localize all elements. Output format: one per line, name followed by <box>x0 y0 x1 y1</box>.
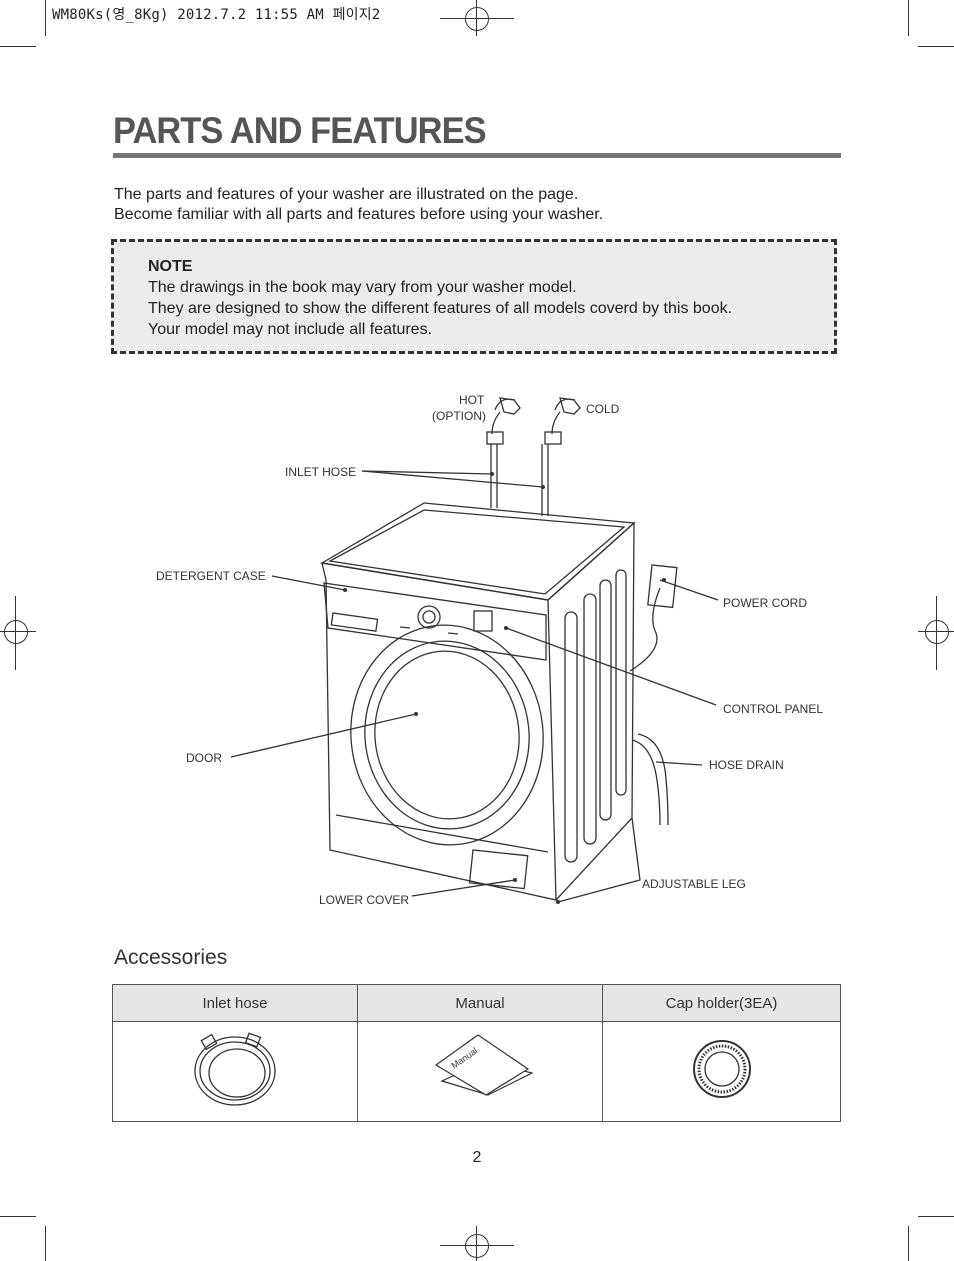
note-box: NOTE The drawings in the book may vary f… <box>111 239 837 354</box>
label-hose-drain: HOSE DRAIN <box>709 758 784 772</box>
label-detergent-case: DETERGENT CASE <box>156 569 266 583</box>
manual-icon: Manual <box>434 1034 534 1096</box>
label-control-panel: CONTROL PANEL <box>723 702 824 716</box>
page-number: 2 <box>472 1149 482 1166</box>
label-door: DOOR <box>186 751 222 765</box>
cap-holder-image-cell <box>602 1021 841 1122</box>
col-cap-holder: Cap holder(3EA) <box>602 984 841 1022</box>
table-header-row: Inlet hose Manual Cap holder(3EA) <box>112 984 841 1022</box>
col-manual: Manual <box>357 984 603 1022</box>
label-lower-cover: LOWER COVER <box>319 893 410 907</box>
print-header: WM80Ks(영_8Kg) 2012.7.2 11:55 AM 페이지2 <box>52 7 381 23</box>
page-title: PARTS AND FEATURES <box>113 110 487 151</box>
washer-diagram: HOT (OPTION) COLD INLET HOSE DETERGENT C… <box>0 380 954 920</box>
accessories-title: Accessories <box>114 946 228 969</box>
intro-line-2: Become familiar with all parts and featu… <box>114 206 604 223</box>
intro-line-1: The parts and features of your washer ar… <box>114 186 579 203</box>
label-cold: COLD <box>586 402 620 416</box>
label-inlet-hose: INLET HOSE <box>285 465 357 479</box>
label-adjustable-leg: ADJUSTABLE LEG <box>642 877 746 891</box>
note-line-3: Your model may not include all features. <box>148 321 433 338</box>
accessories-table: Inlet hose Manual Cap holder(3EA) <box>112 984 841 1122</box>
label-power-cord: POWER CORD <box>723 596 807 610</box>
inlet-hose-image-cell <box>112 1021 358 1122</box>
intro-text: The parts and features of your washer ar… <box>114 185 603 225</box>
col-inlet-hose: Inlet hose <box>112 984 358 1022</box>
label-hot: HOT <box>459 393 485 407</box>
label-hot-option: (OPTION) <box>432 409 486 423</box>
inlet-hose-icon <box>194 1032 276 1106</box>
note-title: NOTE <box>148 258 193 275</box>
note-line-1: The drawings in the book may vary from y… <box>148 279 577 296</box>
table-row: Manual <box>112 1021 841 1122</box>
note-line-2: They are designed to show the different … <box>148 300 733 317</box>
title-rule <box>113 153 841 158</box>
manual-image-cell: Manual <box>357 1021 603 1122</box>
cap-holder-icon <box>692 1040 751 1098</box>
washer-illustration <box>230 397 719 904</box>
